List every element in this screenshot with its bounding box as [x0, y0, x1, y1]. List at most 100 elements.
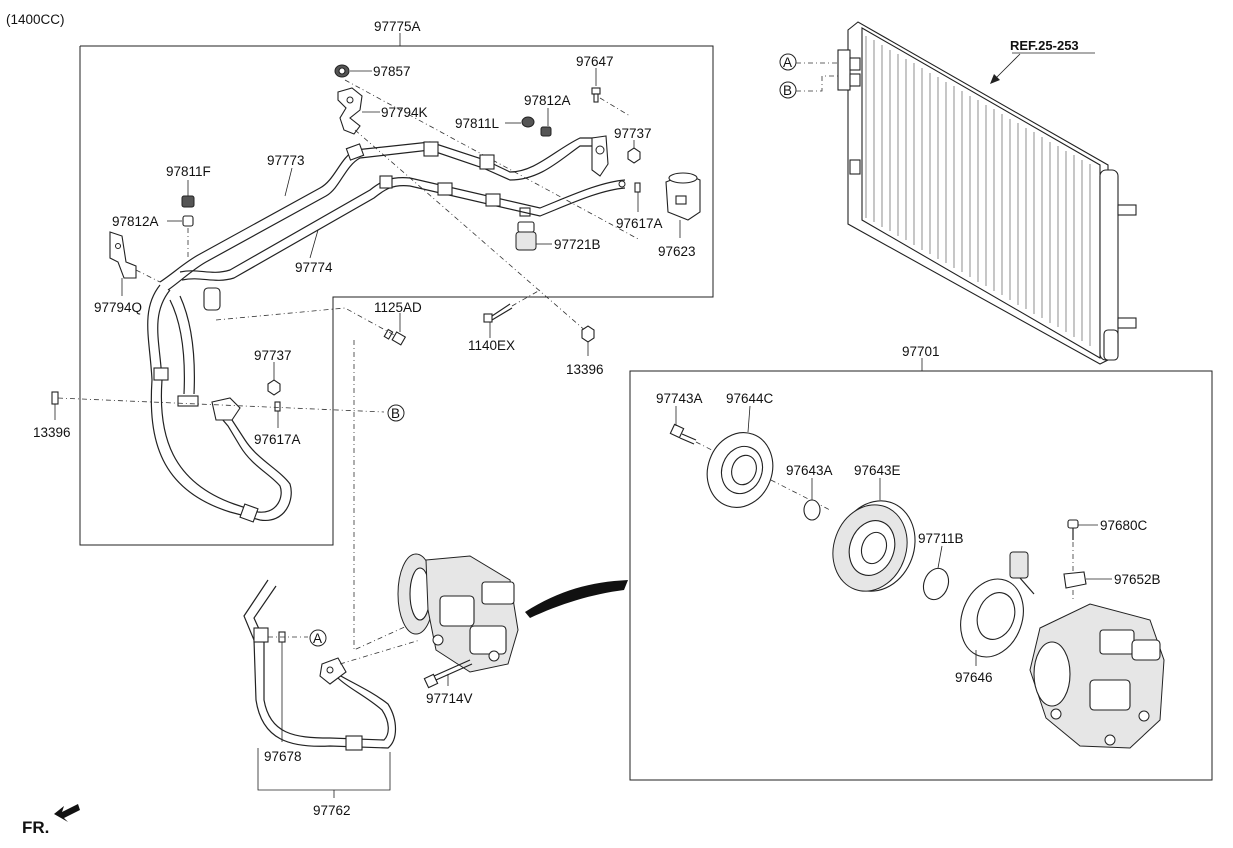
part-97812A-top-label: 97812A — [524, 93, 571, 108]
svg-text:B: B — [783, 83, 792, 98]
compressor-body-right-icon — [1029, 603, 1165, 749]
callout-b-condenser: B — [779, 81, 797, 99]
condenser-group — [837, 21, 1137, 365]
bolt-97647-icon — [591, 87, 601, 103]
hose-assembly-group: 97775A 97857 97794K 97647 9781 — [79, 19, 714, 546]
part-97811L-label: 97811L — [455, 116, 500, 131]
part-97794K-label: 97794K — [381, 105, 428, 120]
cap-97811F-icon — [181, 195, 195, 208]
liquid-pipe-97773 — [159, 135, 609, 291]
cap-97811L-icon — [521, 116, 535, 128]
part-97737-mid-label: 97737 — [254, 348, 292, 363]
grommet-97857-icon — [334, 64, 350, 78]
clutch-plate-97644C-icon — [706, 432, 774, 508]
front-arrow-icon — [54, 804, 80, 822]
leader-97644C — [747, 405, 751, 433]
part-97644C-label: 97644C — [726, 391, 774, 406]
part-97743A-label: 97743A — [656, 391, 703, 406]
svg-text:B: B — [391, 406, 400, 421]
bracket-97652B-icon — [1063, 571, 1087, 589]
seal-97617A-top-icon — [634, 182, 641, 193]
expansion-valve-97623-icon — [665, 172, 701, 221]
part-97857-label: 97857 — [373, 64, 411, 79]
part-97774-label: 97774 — [295, 260, 333, 275]
part-97617A-mid-label: 97617A — [254, 432, 301, 447]
cap-97812A-top-icon — [540, 126, 552, 137]
suction-hose-97762 — [243, 579, 397, 751]
part-97775A-label: 97775A — [374, 19, 421, 34]
part-97811F-label: 97811F — [166, 164, 211, 179]
svg-text:A: A — [783, 55, 792, 70]
part-97647-label: 97647 — [576, 54, 614, 69]
suction-pipe-97774 — [179, 175, 626, 281]
ref-leader — [993, 53, 1021, 81]
part-97678-label: 97678 — [264, 749, 302, 764]
part-97643A-label: 97643A — [786, 463, 833, 478]
part-97714V-label: 97714V — [426, 691, 473, 706]
part-97646-label: 97646 — [955, 670, 993, 685]
ref-arrow-icon — [990, 74, 1000, 84]
front-direction-label: FR. — [22, 818, 49, 837]
assembly-line-b — [354, 129, 589, 334]
part-13396-left-label: 13396 — [33, 425, 71, 440]
snap-ring-97711B-icon — [922, 567, 950, 601]
part-1125AD-label: 1125AD — [374, 300, 422, 315]
bracket-97794K-icon — [337, 87, 363, 135]
callout-a-hose: A — [309, 629, 327, 647]
leader-97711B — [937, 545, 943, 569]
hose-assembly-box — [79, 45, 714, 546]
assembly-line-f — [215, 307, 397, 337]
pulley-97643E-icon — [832, 500, 916, 592]
assembly-line-e — [135, 269, 161, 283]
part-97711B-label: 97711B — [918, 531, 964, 546]
snap-ring-97643A-icon — [803, 499, 821, 521]
leader-97773 — [284, 167, 293, 197]
part-97680C-label: 97680C — [1100, 518, 1148, 533]
bolt-97714V-icon — [423, 659, 473, 689]
ref-label: REF.25-253 — [1010, 38, 1079, 53]
compressor-left-icon — [397, 553, 519, 673]
part-97737-top-label: 97737 — [614, 126, 652, 141]
callout-b-mid: B — [387, 404, 405, 422]
compressor-assembly-box — [629, 370, 1213, 781]
bolt-1125AD-icon — [383, 328, 407, 346]
part-97623-label: 97623 — [658, 244, 696, 259]
part-97643E-label: 97643E — [854, 463, 901, 478]
compressor-assembly-group: 97701 97743A 97644C 97643A 976 — [629, 344, 1213, 781]
bracket-97794Q-icon — [109, 231, 137, 279]
part-97652B-label: 97652B — [1114, 572, 1161, 587]
assembly-line-b-cond — [796, 75, 840, 92]
screw-97680C-icon — [1067, 519, 1079, 540]
part-1140EX-label: 1140EX — [468, 338, 515, 353]
oring-97737-top-icon — [627, 147, 641, 164]
bolt-1140EX-icon — [483, 303, 513, 323]
bolt-97743A-icon — [669, 423, 697, 445]
assembly-line-c — [599, 97, 631, 117]
part-97701-label: 97701 — [902, 344, 940, 359]
part-97721B-label: 97721B — [554, 237, 601, 252]
part-97812A-left-label: 97812A — [112, 214, 159, 229]
part-97794Q-label: 97794Q — [94, 300, 142, 315]
part-97617A-top-label: 97617A — [616, 216, 663, 231]
part-97773-label: 97773 — [267, 153, 305, 168]
part-97762-label: 97762 — [313, 803, 351, 818]
svg-text:A: A — [313, 631, 322, 646]
cap-97812A-left-icon — [182, 215, 194, 227]
engine-spec-label: (1400CC) — [6, 12, 65, 27]
leader-97762 — [257, 748, 391, 791]
detail-arrow-icon — [525, 580, 628, 618]
nut-13396-left-icon — [51, 391, 59, 405]
leader-97774 — [309, 229, 319, 259]
field-coil-97646-icon — [960, 551, 1035, 658]
nut-13396-mid-icon — [581, 325, 595, 343]
condenser-fins — [865, 36, 1091, 346]
seal-97617A-mid-icon — [274, 401, 281, 412]
callout-a-condenser: A — [779, 53, 797, 71]
part-13396-mid-label: 13396 — [566, 362, 604, 377]
assembly-line-a — [344, 79, 641, 241]
assembly-line-i — [339, 639, 421, 665]
assembly-line-g — [511, 289, 541, 307]
oring-97737-mid-icon — [267, 379, 281, 396]
discharge-hose-loop — [147, 284, 292, 523]
